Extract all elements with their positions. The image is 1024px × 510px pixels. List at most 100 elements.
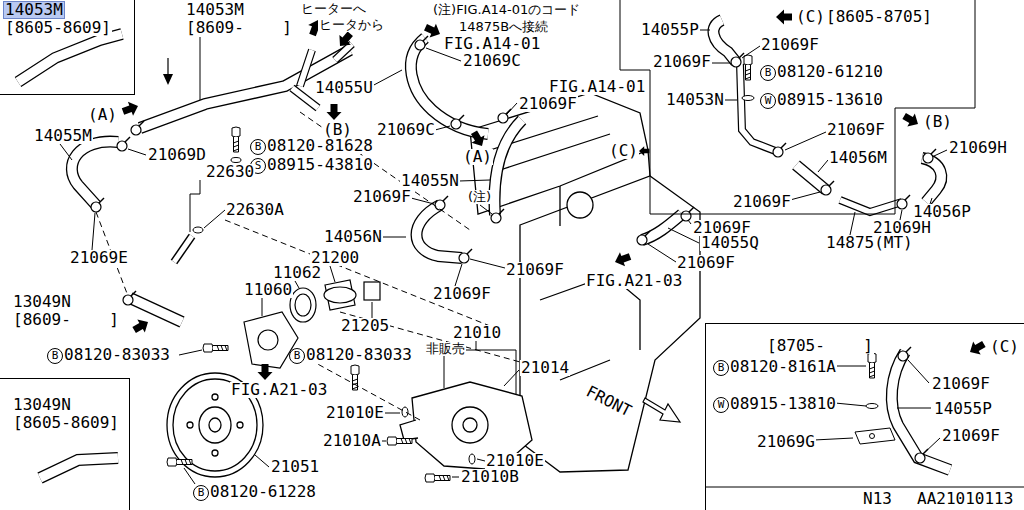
hose [713,20,736,62]
leader-line [262,298,263,316]
pulley [212,450,218,456]
hose [130,298,182,322]
part-label: 21010E [485,453,545,469]
leader-line [470,259,505,268]
part-label: 21200 [310,250,360,266]
part-label: 21010A [322,433,382,449]
circled-letter: B [193,485,209,501]
circled-letter: B [250,139,266,155]
part-label: 14875Bへ接続 [458,20,549,34]
hose [72,142,118,205]
leader-line [330,266,335,282]
reference-arrow [468,128,489,149]
part-label: 14056P [912,204,972,220]
leader-line [384,413,400,414]
part-label: 14055U [314,80,374,96]
leader-line [814,438,853,440]
reference-arrow [643,398,680,422]
part-label: 21010 [452,325,502,341]
part-label: 14875(MT) [825,235,914,251]
part-label: 21205 [340,318,390,334]
leader-line [200,37,201,100]
circled-letter: W [760,93,776,109]
hose [642,214,682,240]
part-label: 21069F [826,122,886,138]
part-label: [8705- ] [766,338,874,354]
part-label: N13 [862,491,893,507]
part-label: [8605-8705] [825,9,933,25]
part-label: 21069F [941,428,1001,444]
part-label: (C) [608,143,639,159]
part-label: 21069F [432,286,492,302]
bolt [866,404,878,409]
hose [840,200,902,212]
part-label: 13049N [12,294,72,310]
part-label: ヒータから [318,18,385,32]
part-label: 21069F [692,220,752,236]
circled-letter: B [760,65,776,81]
part-label: (B) [322,122,353,138]
hose-clamp [131,121,144,135]
part-label: 21069F [732,194,792,210]
part-label: 21069F [352,189,412,205]
part-label: 08120-83033 [63,347,171,363]
leader-line [477,459,485,461]
leader-line [128,149,146,155]
part-label: 21069F [652,54,712,70]
hose [335,44,352,60]
hose [300,50,312,86]
bolt [167,55,895,482]
part-label: [8609- ] [185,20,293,36]
leader-line [452,477,459,478]
leader-line [60,30,947,484]
hose-clamp [451,115,464,129]
bolt [868,353,876,378]
hose-clamp [773,143,786,157]
part-label: 08915-13810 [729,396,837,412]
leader-line [688,220,691,224]
part-label: FIG.A14-01 [443,36,541,52]
bolt [469,454,475,464]
hose [494,120,522,215]
temperature-sensor [174,227,203,262]
pulley [237,422,243,428]
leader-line [179,350,202,355]
inset-box: (C)[8605-8705]14055P21069F21069FB08120-6… [620,0,975,215]
hose [335,44,352,60]
part-label: (A) [462,149,493,165]
water-pump [400,420,418,440]
inset-box: [8705- ](C)B08120-8161A21069FW08915-1381… [705,323,1024,510]
part-label: 21069C [462,53,522,69]
reference-arrow [422,20,443,40]
leader-line [908,360,929,383]
hose-clamp [91,198,104,212]
part-label: 非販売 [425,342,466,356]
inset-frame [705,487,1024,488]
thermostat-parts [324,287,356,303]
circled-letter: B [47,348,63,364]
engine-block [470,93,648,214]
part-label: ヒーターへ [300,2,367,16]
part-label: 14053N [665,92,725,108]
water-pump [463,418,477,432]
part-label: 08120-61210 [776,64,884,80]
leader-line [923,438,940,454]
leader-line [295,281,299,288]
part-label: 08915-43810 [266,157,374,173]
part-label: 21069C [376,122,436,138]
hose-clamp [491,209,504,223]
pulley [187,422,193,428]
reference-arrow [163,74,173,85]
hose-clamp [897,195,910,209]
leader-line [190,180,200,232]
selected-part-number: 14053M [4,2,64,18]
thermostat-parts [364,282,380,300]
part-label: 21069F [676,255,736,271]
leader-line [835,366,866,367]
leader-line [455,264,462,286]
hose-clamp [123,291,136,305]
circled-letter: W [713,397,729,413]
leader-line [711,63,730,64]
pulley [199,407,231,443]
hose-clamp [435,196,448,210]
